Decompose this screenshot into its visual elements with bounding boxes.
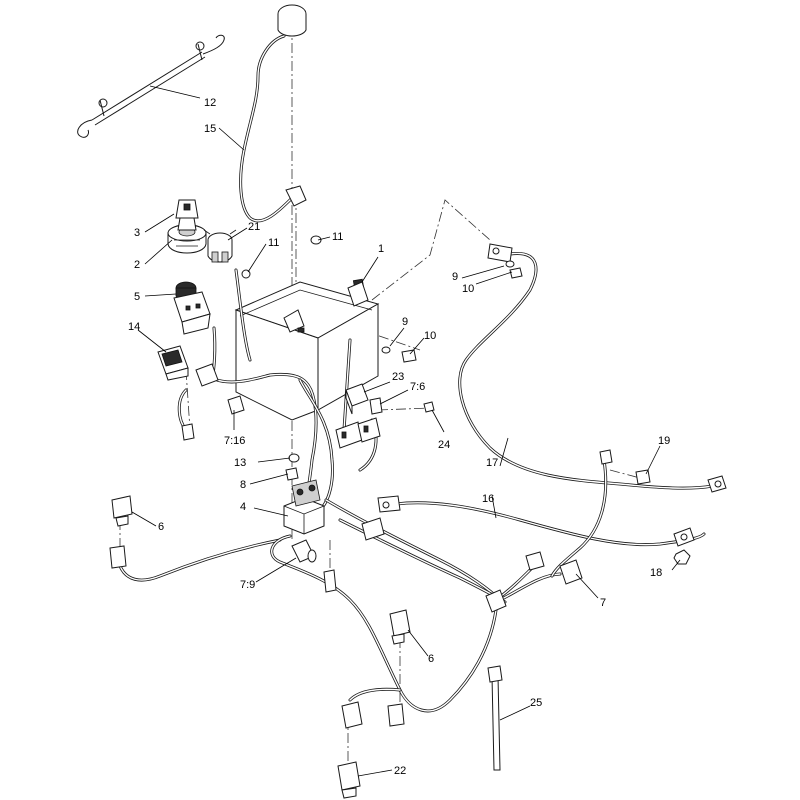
connector-6-right (387, 609, 411, 727)
battery-hardware (241, 235, 523, 363)
connector-7-9 (291, 539, 317, 563)
connector-7-6 (369, 397, 383, 415)
ignition-switch (167, 199, 207, 254)
callout-12: 12 (204, 97, 216, 109)
hour-meter (203, 229, 237, 263)
callout-15: 15 (204, 123, 216, 135)
nut-18 (673, 549, 691, 565)
solenoid-hardware (285, 453, 300, 481)
callout-7-6: 7:6 (410, 381, 425, 393)
callout-labels: 12 15 3 21 11 11 1 2 5 14 9 10 9 10 23 7… (128, 97, 670, 777)
relay (345, 383, 369, 415)
connector-7 (323, 517, 583, 613)
centerline-guides (119, 25, 641, 770)
cable-tie (487, 665, 503, 771)
callout-24: 24 (438, 439, 450, 451)
callout-18: 18 (650, 567, 662, 579)
hook-rod (77, 34, 225, 138)
callout-2: 2 (134, 259, 140, 271)
callout-25: 25 (530, 697, 542, 709)
callout-8: 8 (240, 479, 246, 491)
callout-11-left: 11 (268, 237, 279, 249)
battery-cable (377, 495, 706, 547)
callout-3: 3 (134, 227, 140, 239)
cap-cable (239, 4, 307, 223)
callout-9-upper: 9 (452, 271, 458, 283)
callout-5: 5 (134, 291, 140, 303)
callout-22: 22 (394, 765, 406, 777)
callout-19: 19 (658, 435, 670, 447)
callout-leaders (131, 85, 681, 777)
long-battery-cable (458, 243, 727, 493)
callout-14: 14 (128, 321, 140, 333)
callout-4: 4 (240, 501, 246, 513)
callout-7-9: 7:9 (240, 579, 255, 591)
bolt-24 (423, 401, 435, 413)
connector-cluster (335, 417, 381, 449)
callout-10-upper: 10 (462, 283, 474, 295)
square-switch (157, 345, 189, 381)
push-button-switch (173, 281, 211, 335)
callout-16: 16 (482, 493, 494, 505)
starter-solenoid (283, 479, 325, 535)
callout-6-right: 6 (428, 653, 434, 665)
ground-wire (550, 449, 613, 578)
callout-21: 21 (248, 221, 260, 233)
connector-7-16 (181, 363, 245, 441)
callout-9-lower: 9 (402, 316, 408, 328)
callout-17: 17 (486, 457, 498, 469)
callout-7-16: 7:16 (224, 435, 245, 447)
callout-11-right: 11 (332, 231, 343, 243)
callout-6-left: 6 (158, 521, 164, 533)
connector-6-left (109, 495, 133, 569)
callout-1: 1 (378, 243, 384, 255)
connector-22 (337, 701, 363, 799)
bolt-19 (635, 469, 651, 485)
callout-23: 23 (392, 371, 404, 383)
callout-10-lower: 10 (424, 330, 436, 342)
callout-13: 13 (234, 457, 246, 469)
callout-7: 7 (600, 597, 606, 609)
